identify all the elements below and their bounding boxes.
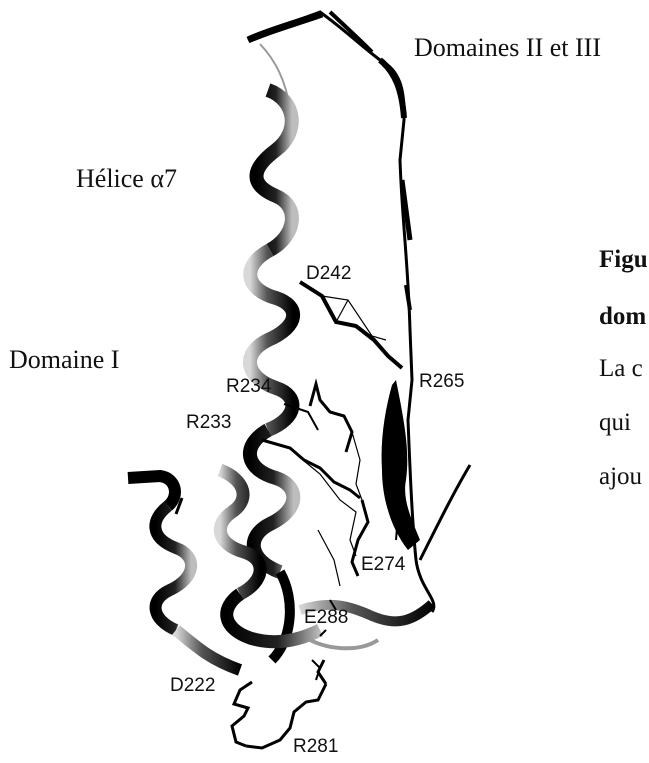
domains-2-3-label: Domaines II et III: [414, 35, 601, 61]
domain-1-label: Domaine I: [9, 347, 119, 373]
caption-fragment-5: ajou: [599, 464, 642, 489]
lower-loops: [232, 660, 326, 748]
residue-label-r265: R265: [419, 372, 464, 391]
residue-label-r234: R234: [226, 377, 271, 396]
right-loop: [420, 465, 470, 560]
caption-fragment-3: La c: [599, 356, 643, 381]
residue-label-e288: E288: [304, 608, 348, 627]
caption-fragment-4: qui: [599, 410, 631, 435]
residue-label-d222: D222: [170, 676, 215, 695]
residue-label-r281: R281: [293, 737, 338, 756]
residue-label-e274: E274: [361, 555, 405, 574]
helix-alpha7-label: Hélice α7: [76, 166, 177, 192]
residue-label-r233: R233: [186, 413, 231, 432]
caption-fragment-1: Figu: [599, 247, 648, 272]
residue-label-d242: D242: [306, 264, 351, 283]
caption-fragment-2: dom: [599, 304, 646, 329]
